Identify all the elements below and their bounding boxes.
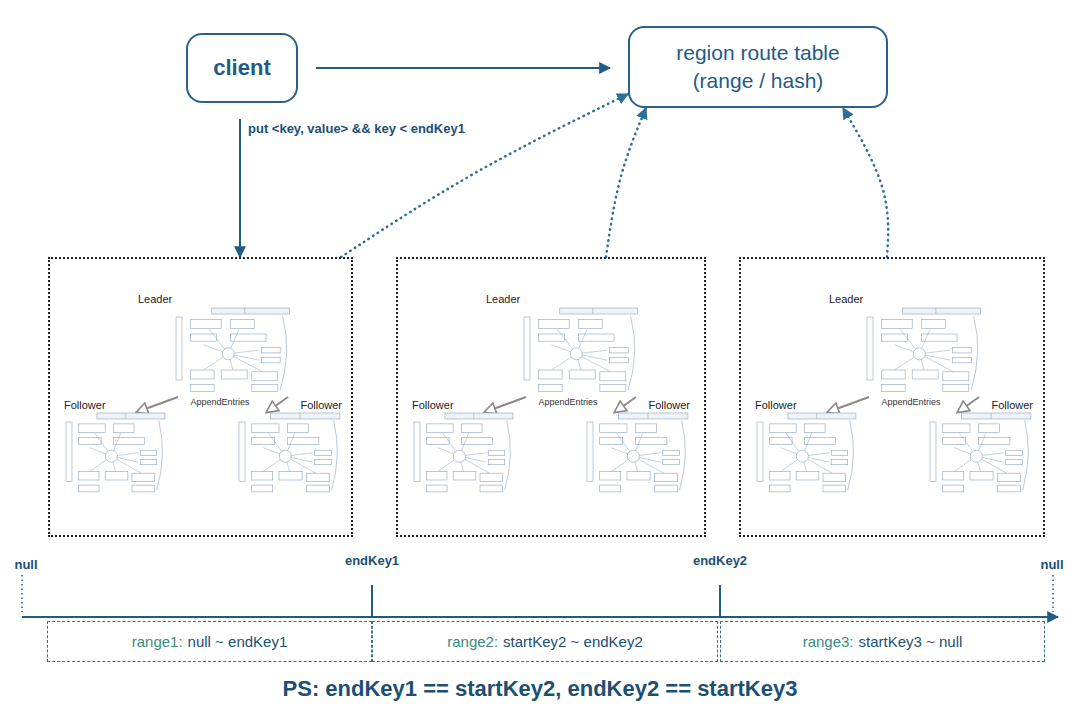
route-report-arrow [606, 108, 646, 257]
range-bounds: startKey3 ~ null [859, 633, 963, 650]
raft-node: Leader [174, 307, 292, 397]
append-entries-arrow [267, 397, 288, 412]
range-name: range1: [132, 633, 183, 650]
role-heading: Leader [486, 293, 520, 305]
route-report-arrow [843, 108, 888, 257]
raft-node-illustration [928, 412, 1033, 497]
append-entries-arrow [828, 397, 869, 412]
raft-node: Follower [585, 412, 690, 497]
raft-node-illustration [412, 412, 515, 497]
raft-node-illustration [174, 307, 292, 397]
note-text: PS: endKey1 == startKey2, endKey2 == sta… [282, 676, 799, 702]
axis-label: endKey1 [344, 553, 400, 568]
role-heading: Follower [648, 399, 690, 411]
raft-node: Follower [64, 412, 167, 497]
raft-node: Leader [865, 307, 983, 397]
raft-node-illustration [64, 412, 167, 497]
role-heading: Follower [412, 399, 454, 411]
axis-label: null [1039, 557, 1064, 572]
raft-node-illustration [237, 412, 342, 497]
range-bounds: startKey2 ~ endKey2 [503, 633, 643, 650]
key-range-band: range3: startKey3 ~ null [720, 621, 1045, 662]
append-entries-arrow [958, 397, 979, 412]
range-bounds: null ~ endKey1 [188, 633, 288, 650]
message-label: AppendEntries [189, 397, 250, 407]
rounded-box: region route table (range / hash) [628, 26, 888, 108]
key-range-band: range2: startKey2 ~ endKey2 [372, 621, 718, 662]
role-heading: Follower [991, 399, 1033, 411]
message-label: AppendEntries [880, 397, 941, 407]
axis-label: null [13, 557, 38, 572]
raft-node-illustration [865, 307, 983, 397]
raft-node: Leader [522, 307, 640, 397]
append-entries-arrow [137, 397, 178, 412]
append-entries-arrow [615, 397, 636, 412]
route-report-arrow [341, 94, 628, 257]
raft-node-illustration [585, 412, 690, 497]
key-axis [22, 575, 1058, 617]
request-arrow [239, 119, 241, 257]
box-text: client [213, 53, 270, 83]
raft-node: Follower [928, 412, 1033, 497]
message-label: AppendEntries [537, 397, 598, 407]
axis-label: endKey2 [692, 553, 748, 568]
role-heading: Follower [755, 399, 797, 411]
edge-label: put <key, value> && key < endKey1 [246, 121, 467, 136]
rounded-box: client [186, 33, 298, 103]
role-heading: Leader [138, 293, 172, 305]
raft-node: Follower [755, 412, 858, 497]
role-heading: Follower [64, 399, 106, 411]
key-range-band: range1: null ~ endKey1 [47, 621, 372, 662]
request-arrow [316, 67, 610, 69]
raft-node-illustration [755, 412, 858, 497]
role-heading: Leader [829, 293, 863, 305]
range-name: range2: [447, 633, 498, 650]
append-entries-arrow [485, 397, 526, 412]
role-heading: Follower [300, 399, 342, 411]
range-name: range3: [803, 633, 854, 650]
raft-node-illustration [522, 307, 640, 397]
raft-node: Follower [237, 412, 342, 497]
box-text: region route table (range / hash) [658, 39, 858, 96]
raft-node: Follower [412, 412, 515, 497]
